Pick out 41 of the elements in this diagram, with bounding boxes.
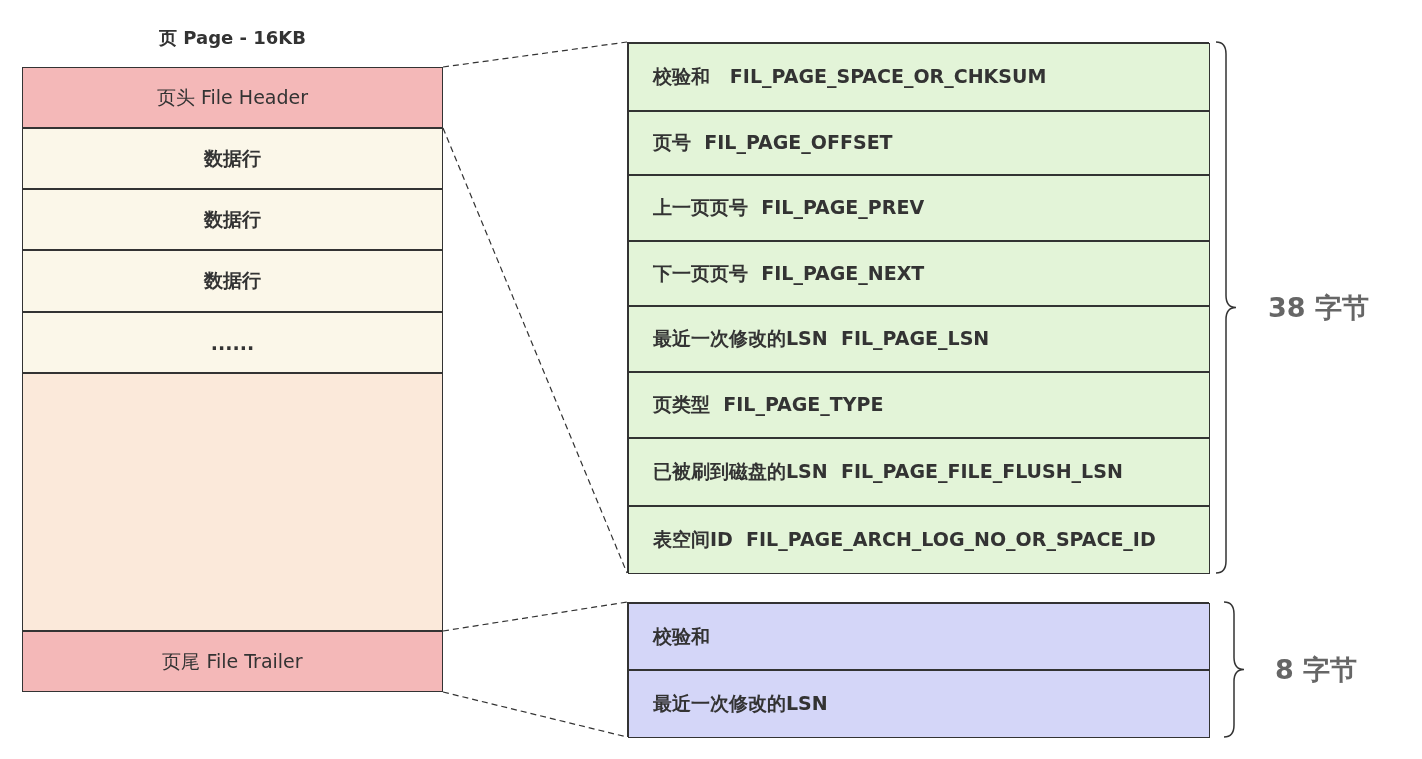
field-row-box <box>628 306 1210 372</box>
zoom-connector-line <box>442 41 628 68</box>
field-label: 数据行 <box>204 145 261 171</box>
field-label: ...... <box>210 331 255 354</box>
field-label: 已被刷到磁盘的LSN FIL_PAGE_FILE_FLUSH_LSN <box>653 459 1123 485</box>
field-list-panel <box>627 602 1209 737</box>
field-label: 数据行 <box>204 206 261 232</box>
field-row-box <box>628 43 1210 111</box>
field-row-box <box>628 506 1210 574</box>
section-label: 页尾 File Trailer <box>162 648 303 674</box>
field-label: 最近一次修改的LSN FIL_PAGE_LSN <box>653 326 990 352</box>
field-label: 页号 FIL_PAGE_OFFSET <box>653 130 893 156</box>
data-row-box <box>22 250 443 312</box>
zoom-connector-line <box>442 601 628 632</box>
field-row-box <box>628 670 1210 738</box>
field-list-panel <box>627 42 1209 573</box>
field-label: 下一页页号 FIL_PAGE_NEXT <box>653 260 925 287</box>
field-label: 校验和 FIL_PAGE_SPACE_OR_CHKSUM <box>653 64 1047 90</box>
free-space-box <box>22 373 443 631</box>
field-row-box <box>628 175 1210 241</box>
byte-size-label: 38 字节 <box>1268 290 1369 325</box>
field-label: 上一页页号 FIL_PAGE_PREV <box>653 195 925 221</box>
field-label: 表空间ID FIL_PAGE_ARCH_LOG_NO_OR_SPACE_ID <box>653 527 1156 553</box>
field-label: 校验和 <box>653 623 710 649</box>
section-label: 页头 File Header <box>156 84 309 110</box>
page-section-box <box>22 67 443 128</box>
field-row-box <box>628 438 1210 506</box>
field-row-box <box>628 603 1210 670</box>
field-row-box <box>628 241 1210 306</box>
field-label: 数据行 <box>204 268 261 293</box>
data-row-box <box>22 312 443 373</box>
page-section-box <box>22 631 443 692</box>
field-label: 最近一次修改的LSN <box>653 691 828 716</box>
group-heading: 页 Page - 16KB <box>159 26 306 50</box>
byte-size-label: 8 字节 <box>1275 652 1358 687</box>
data-row-box <box>22 189 443 250</box>
data-row-box <box>22 128 443 189</box>
zoom-connector-line <box>442 127 628 574</box>
field-row-box <box>628 372 1210 438</box>
field-label: 页类型 FIL_PAGE_TYPE <box>653 392 884 418</box>
field-row-box <box>628 111 1210 175</box>
